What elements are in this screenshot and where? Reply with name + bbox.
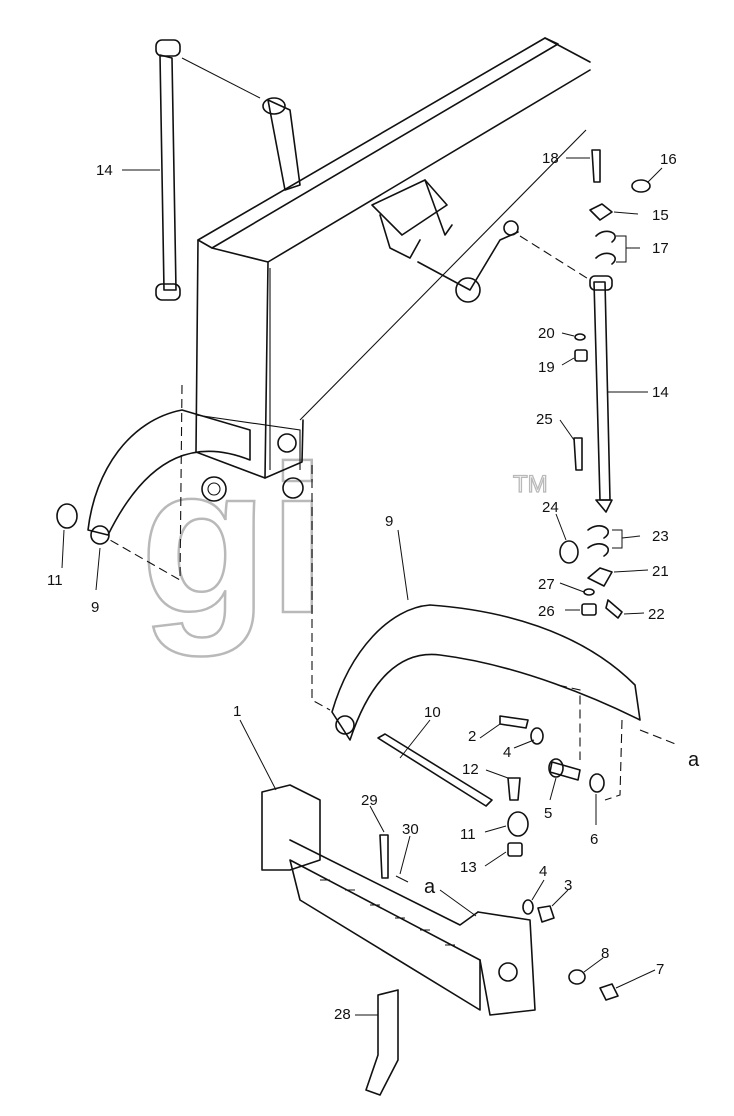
callout-label: 2 — [468, 728, 476, 745]
callout-label: 23 — [652, 528, 669, 545]
callout-label: 24 — [542, 499, 559, 516]
callout-label: 6 — [590, 831, 598, 848]
callout-label: 4 — [503, 744, 511, 761]
callout-label: a — [424, 876, 436, 898]
callout-label: 15 — [652, 207, 669, 224]
callout-label: 22 — [648, 606, 665, 623]
watermark-text: gi — [140, 422, 327, 657]
callout-label: 4 — [539, 863, 547, 880]
leader-lines — [61, 157, 663, 1016]
cutting-edge — [365, 989, 399, 1096]
callout-label: 26 — [538, 603, 555, 620]
callout-label: 14 — [652, 384, 669, 401]
watermark-trademark: TM — [513, 471, 548, 498]
callout-label: 30 — [402, 821, 419, 838]
pin-10 — [377, 733, 493, 807]
brace-rod-right — [519, 235, 613, 513]
callout-label: 28 — [334, 1006, 351, 1023]
callout-label: 21 — [652, 563, 669, 580]
callout-label: a — [688, 749, 700, 771]
brace-rod-left — [155, 39, 261, 301]
main-frame — [195, 37, 591, 502]
callout-label: 29 — [361, 792, 378, 809]
blade-arm-right — [311, 465, 679, 801]
callout-label: 11 — [47, 572, 63, 589]
callout-label: 19 — [538, 359, 555, 376]
blade-arm-left — [87, 384, 251, 581]
callout-label: 8 — [601, 945, 609, 962]
callout-labels: 14 18 16 15 17 20 19 14 25 24 23 21 27 2… — [47, 150, 700, 1023]
callout-label: 7 — [656, 961, 664, 978]
callout-label: 18 — [542, 150, 559, 167]
callout-label: 12 — [462, 761, 479, 778]
callout-label: 27 — [538, 576, 555, 593]
callout-label: 14 — [96, 162, 113, 179]
callout-label: 25 — [536, 411, 553, 428]
watermark: gi TM — [139, 421, 549, 659]
callout-label: 5 — [544, 805, 552, 822]
callout-label: 3 — [564, 877, 572, 894]
callout-label: 1 — [233, 703, 241, 720]
callout-label: 13 — [460, 859, 477, 876]
callout-label: 11 — [460, 826, 476, 843]
callout-label: 17 — [652, 240, 669, 257]
callout-label: 9 — [91, 599, 99, 616]
callout-label: 20 — [538, 325, 555, 342]
blade-frame — [261, 784, 536, 1016]
small-parts — [56, 149, 651, 1001]
callout-label: 9 — [385, 513, 393, 530]
callout-label: 10 — [424, 704, 441, 721]
callout-label: 16 — [660, 151, 677, 168]
